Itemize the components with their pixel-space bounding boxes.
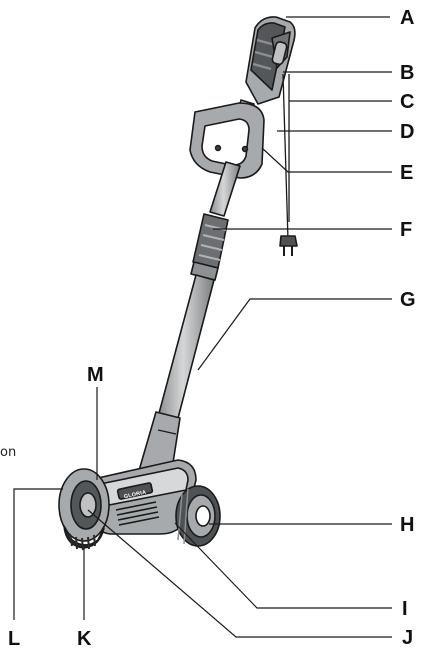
plug-icon: [279, 235, 298, 256]
callout-e: E: [400, 162, 413, 184]
partial-text: on: [0, 445, 16, 460]
power-cable: [282, 73, 290, 241]
middle-shaft: [209, 161, 241, 217]
brush-head-housing: GLORIA: [93, 459, 197, 535]
callout-f: F: [400, 219, 412, 241]
callout-h: H: [400, 514, 414, 536]
brand-text: GLORIA: [123, 490, 146, 501]
lock-collar: [190, 213, 229, 281]
handle-grip: [245, 16, 296, 105]
callout-a: A: [400, 7, 414, 29]
callout-k: K: [77, 628, 92, 650]
callout-d: D: [400, 121, 414, 143]
callout-b: B: [400, 62, 414, 84]
callout-l: L: [8, 628, 20, 650]
callout-g: G: [400, 289, 416, 311]
right-wheel: [175, 485, 221, 547]
callout-labels: A B C D E F G H I J K L M on: [0, 7, 416, 650]
auxiliary-handle: [189, 102, 265, 179]
callout-c: C: [400, 91, 414, 113]
callout-j: J: [402, 627, 413, 649]
callout-m: M: [87, 364, 104, 386]
left-wheel-guard: [58, 468, 110, 542]
lower-shaft: [157, 274, 215, 423]
leader-lines: [13, 16, 392, 638]
callout-i: I: [402, 598, 408, 620]
brush: [63, 525, 105, 551]
